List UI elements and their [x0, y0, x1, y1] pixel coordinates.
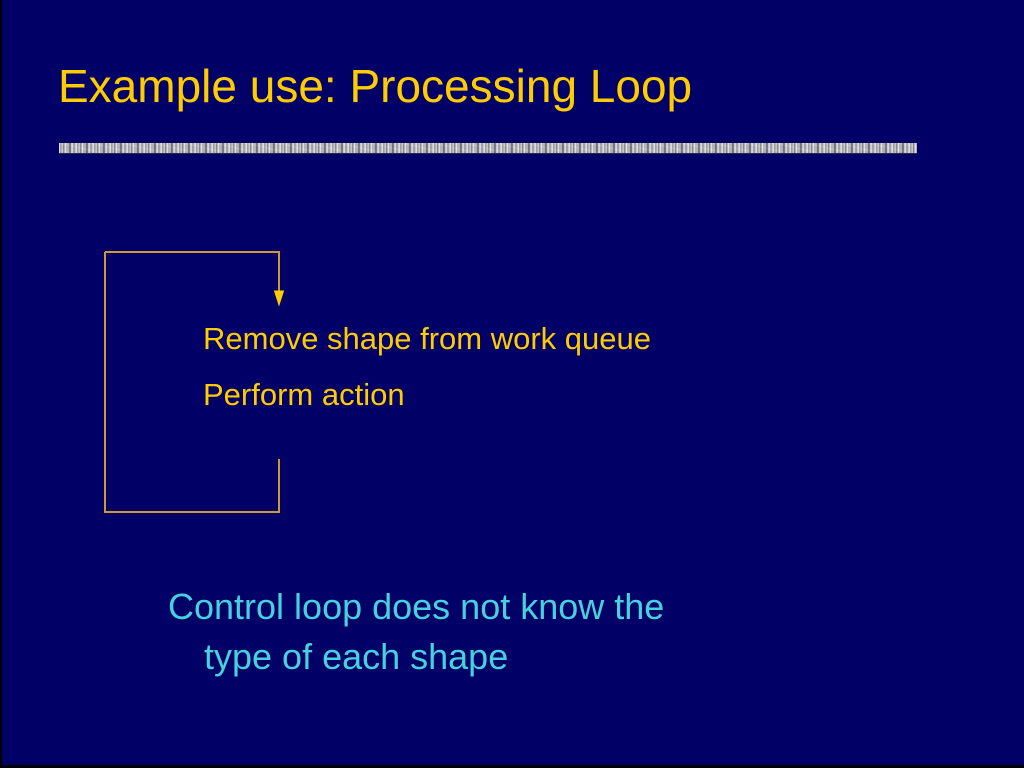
loop-arrow-icon	[104, 251, 285, 513]
caption-line-1: Control loop does not know the	[168, 586, 665, 627]
loop-return-path	[104, 252, 280, 513]
title-divider	[59, 143, 917, 154]
processing-loop-diagram	[92, 240, 302, 530]
arrowhead-icon	[273, 290, 285, 307]
page-title: Example use: Processing Loop	[58, 60, 693, 112]
loop-step-remove-shape: Remove shape from work queue	[203, 321, 652, 356]
caption-line-2: type of each shape	[204, 636, 509, 677]
loop-top-path	[105, 251, 280, 294]
caption-block: Control loop does not know the type of e…	[168, 582, 868, 682]
loop-step-perform-action: Perform action	[203, 377, 405, 412]
